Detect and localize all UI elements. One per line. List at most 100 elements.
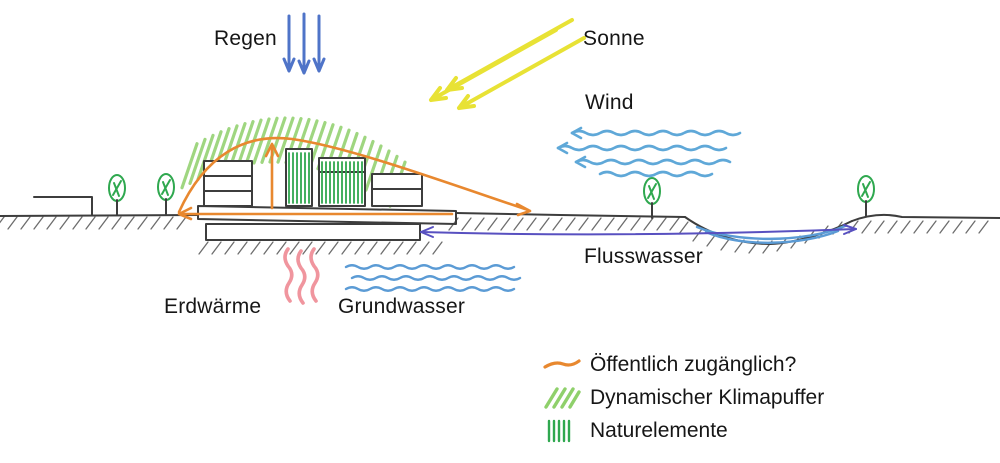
- hatch-mark: [341, 241, 352, 255]
- hatch-mark: [656, 217, 667, 231]
- geothermal-wave: [309, 247, 320, 303]
- hatch-mark: [0, 216, 5, 224]
- tree-canopy-stroke: [161, 179, 171, 195]
- hatch-mark: [176, 216, 187, 230]
- hatch-mark: [526, 217, 537, 231]
- river-water-waves: [695, 224, 847, 244]
- hatch-mark: [276, 241, 287, 255]
- rain-arrows: [282, 12, 326, 75]
- hatch-mark: [354, 241, 365, 255]
- buffer-stroke: [196, 133, 215, 181]
- tree-canopy-stroke: [647, 183, 657, 199]
- legend-label: Öffentlich zugänglich?: [590, 352, 797, 376]
- hatch-mark: [604, 217, 615, 231]
- hatch-mark: [163, 216, 174, 230]
- hatch-mark: [552, 217, 563, 231]
- buffer-stroke: [188, 137, 207, 185]
- hatch-mark: [393, 241, 404, 255]
- arrowhead-left: [177, 206, 193, 221]
- river-wave: [695, 224, 847, 241]
- hatch-mark: [461, 217, 472, 231]
- hatch-mark: [72, 216, 83, 230]
- tree-canopy-stroke: [112, 180, 122, 196]
- arrowhead-up: [264, 142, 280, 158]
- hatch-mark: [85, 216, 96, 230]
- hatch-mark: [578, 217, 589, 231]
- hatch-mark: [7, 216, 18, 230]
- buffer-stroke: [252, 117, 271, 165]
- hatch-mark: [111, 216, 122, 230]
- wind-arrowhead: [574, 155, 587, 169]
- hatch-mark: [289, 241, 300, 255]
- label-flusswasser: Flusswasser: [584, 245, 703, 268]
- wind-waves: [556, 126, 742, 178]
- hatch-mark: [874, 220, 885, 234]
- building-block-left: [203, 160, 253, 207]
- hatch-mark: [406, 241, 417, 255]
- hatch-mark: [939, 220, 950, 234]
- hatch-mark: [669, 217, 680, 231]
- rain-arrow: [282, 14, 296, 73]
- hatch-mark: [591, 217, 602, 231]
- hatch-mark: [539, 217, 550, 231]
- hatch-mark: [224, 241, 235, 255]
- tree-canopy-stroke: [162, 181, 169, 196]
- left-platform: [33, 196, 93, 216]
- hatch-mark: [692, 228, 703, 242]
- hatch-mark: [124, 216, 135, 230]
- hatch-mark: [380, 241, 391, 255]
- sun-arrows: [429, 18, 586, 110]
- hatch-mark: [137, 216, 148, 230]
- hatch-mark: [630, 217, 641, 231]
- geothermal-wave: [283, 247, 294, 303]
- hatch-mark: [237, 241, 248, 255]
- route-arc: [177, 136, 530, 214]
- hatch-mark: [913, 220, 924, 234]
- hatch-mark: [98, 216, 109, 230]
- rain-arrow: [312, 14, 326, 73]
- hatch-mark: [367, 241, 378, 255]
- tree-canopy-stroke: [861, 181, 871, 197]
- legend-item-public: Öffentlich zugänglich?: [543, 351, 824, 378]
- label-grundwasser: Grundwasser: [338, 295, 466, 318]
- public-route-arrows: [177, 136, 532, 221]
- arrowhead-right: [843, 224, 857, 235]
- groundwater-wave: [344, 264, 516, 270]
- hatch-mark: [926, 220, 937, 234]
- hatch-mark: [887, 220, 898, 234]
- hatch-mark: [432, 241, 443, 255]
- buffer-stroke: [364, 144, 383, 192]
- hatch-mark: [900, 220, 911, 234]
- hatch-mark: [211, 241, 222, 255]
- green-vertical-lines-swatch-icon: [543, 419, 581, 443]
- buffer-stroke: [260, 116, 279, 164]
- river-flow-arrow: [420, 224, 857, 238]
- hatch-mark: [328, 241, 339, 255]
- tree-trunks: [116, 198, 867, 219]
- legend-item-climate-buffer: Dynamischer Klimapuffer: [543, 384, 824, 411]
- groundwater-wave: [350, 275, 522, 281]
- arrowhead-left: [420, 226, 434, 238]
- hatch-mark: [952, 220, 963, 234]
- tree-canopy-stroke: [648, 185, 655, 200]
- label-wind: Wind: [585, 91, 634, 114]
- tree-canopy-stroke: [113, 182, 120, 197]
- hatch-mark: [302, 241, 313, 255]
- wind-wave: [574, 158, 732, 166]
- tree-canopy-stroke: [862, 183, 869, 198]
- wind-wave: [556, 144, 728, 152]
- hatch-mark: [643, 217, 654, 231]
- wind-wave: [598, 170, 714, 178]
- geothermal-squiggles: [283, 247, 320, 305]
- hatch-mark: [678, 221, 689, 235]
- hatch-mark: [150, 216, 161, 230]
- hatch-mark: [33, 216, 44, 230]
- ground-line-far-right: [851, 213, 1000, 222]
- river-wave: [704, 229, 840, 244]
- ground-hatch: [0, 216, 989, 255]
- buffer-stroke: [180, 142, 199, 190]
- wind-wave: [570, 129, 742, 137]
- sun-arrow: [457, 36, 586, 110]
